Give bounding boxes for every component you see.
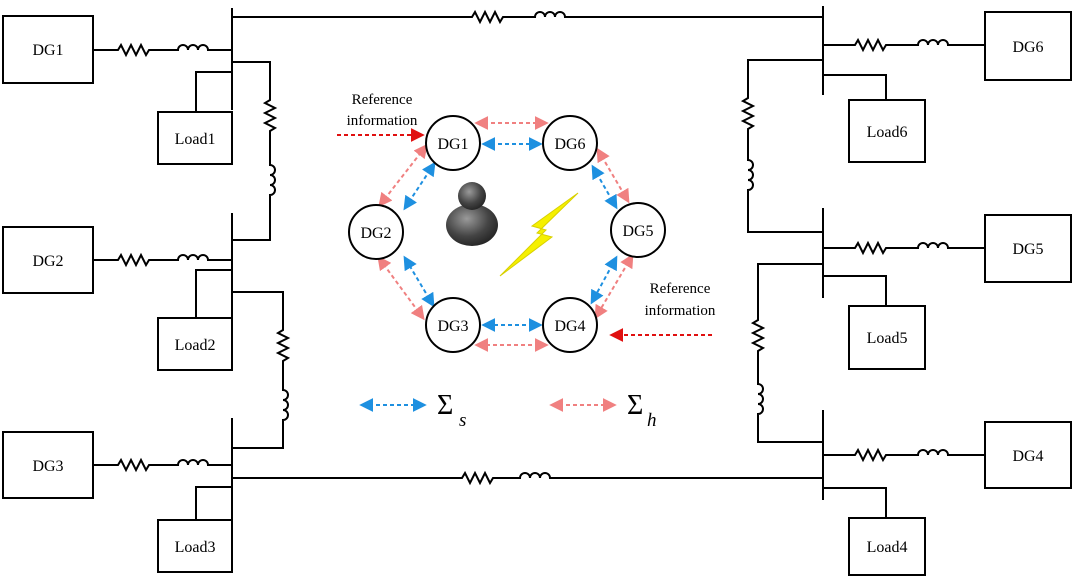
dg4-feeder — [823, 447, 985, 463]
load3-feeder — [195, 486, 232, 520]
link-s-dg3-dg2 — [403, 255, 435, 308]
node-dg1-label: DG1 — [437, 136, 468, 153]
load5-label: Load5 — [867, 330, 908, 347]
load6-label: Load6 — [867, 124, 908, 141]
dg2-box-label: DG2 — [32, 253, 63, 270]
dg4-box-label: DG4 — [1012, 448, 1043, 465]
link-h-dg6-dg5 — [596, 147, 630, 204]
dg4-box — [984, 421, 1072, 489]
link-h-dg5-dg4 — [594, 253, 634, 320]
lightning-bolt-icon — [499, 192, 579, 277]
dg3-box-label: DG3 — [32, 458, 63, 475]
link-h-dg2-dg1 — [378, 143, 428, 208]
person-icon — [446, 182, 498, 246]
dg2-box — [2, 226, 94, 294]
line-bus3-bus4 — [232, 470, 823, 486]
dg3-feeder — [93, 457, 232, 473]
line-bus6-bus5 — [740, 59, 823, 233]
reference-right-line2: information — [645, 303, 716, 319]
node-dg5-label: DG5 — [622, 223, 653, 240]
node-dg6 — [542, 115, 598, 171]
load2-label: Load2 — [175, 337, 216, 354]
node-dg6-label: DG6 — [554, 136, 585, 153]
dg1-feeder — [93, 42, 232, 58]
link-s-dg6-dg5 — [591, 164, 618, 210]
load2-feeder — [195, 269, 232, 318]
load1-label: Load1 — [175, 131, 216, 148]
line-bus5-bus4 — [750, 263, 823, 443]
load3-label: Load3 — [175, 539, 216, 556]
node-dg4-label: DG4 — [554, 318, 585, 335]
dg1-box-label: DG1 — [32, 42, 63, 59]
dg5-box-label: DG5 — [1012, 241, 1043, 258]
reference-left-line2: information — [347, 113, 418, 129]
reference-left-line1: Reference — [352, 92, 413, 108]
dg5-feeder — [823, 240, 985, 256]
load6-box — [848, 99, 926, 163]
node-dg3-label: DG3 — [437, 318, 468, 335]
link-s-dg2-dg1 — [403, 161, 436, 211]
link-h-dg3-dg2 — [377, 255, 425, 321]
dg2-feeder — [93, 252, 232, 268]
load1-feeder — [195, 71, 232, 112]
power-network — [93, 6, 985, 520]
load3-box — [157, 519, 233, 573]
reference-right-line1: Reference — [650, 281, 711, 297]
line-bus1-bus6 — [232, 9, 823, 25]
node-dg4 — [542, 297, 598, 353]
dg6-box — [984, 11, 1072, 81]
load1-box — [157, 111, 233, 165]
load6-feeder — [823, 74, 887, 100]
legend-s-sigma: Σ — [437, 390, 453, 421]
load4-feeder — [823, 487, 887, 518]
load4-box — [848, 517, 926, 576]
line-bus1-bus2 — [232, 61, 278, 241]
node-dg3 — [425, 297, 481, 353]
load5-feeder — [823, 275, 887, 306]
load4-label: Load4 — [867, 539, 908, 556]
dg3-box — [2, 431, 94, 499]
node-dg2-label: DG2 — [360, 225, 391, 242]
dg6-box-label: DG6 — [1012, 39, 1043, 56]
legend-s-subscript: s — [459, 410, 466, 431]
legend-h-sigma: Σ — [627, 390, 643, 421]
load2-box — [157, 317, 233, 371]
line-bus2-bus3 — [232, 291, 291, 449]
comm-links-s — [403, 137, 618, 332]
node-dg5 — [610, 202, 666, 258]
dg6-feeder — [823, 37, 985, 53]
node-dg2 — [348, 204, 404, 260]
node-dg1 — [425, 115, 481, 171]
load5-box — [848, 305, 926, 370]
link-s-dg5-dg4 — [590, 255, 618, 305]
legend-h-subscript: h — [647, 410, 657, 431]
dg5-box — [984, 214, 1072, 283]
dg1-box — [2, 15, 94, 84]
